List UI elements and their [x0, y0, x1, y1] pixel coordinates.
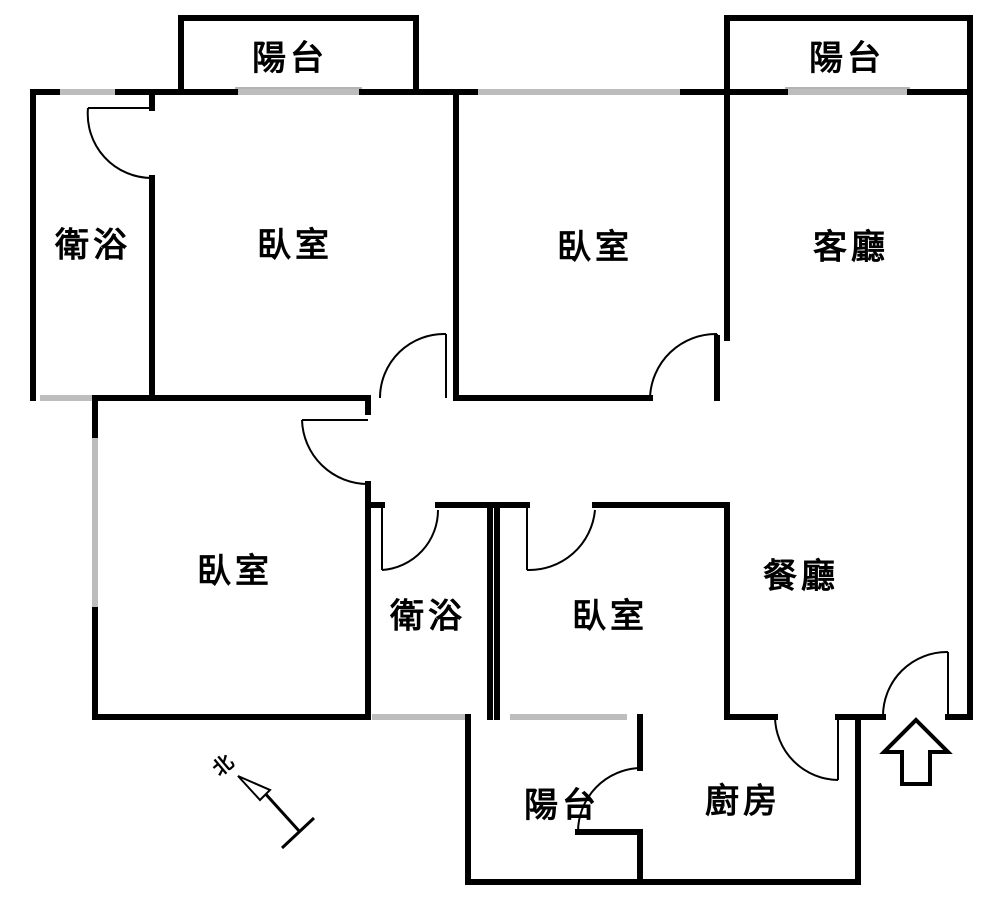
- lower-left-walls: [92, 395, 973, 720]
- kitchen-label: 廚房: [705, 781, 781, 822]
- bedroom-bottom-mid-label: 臥室: [572, 596, 648, 637]
- balcony-top-left-label: 陽台: [252, 38, 328, 79]
- bedroom-top-left-label: 臥室: [257, 225, 333, 266]
- bedroom-bottom-left-label: 臥室: [197, 551, 273, 592]
- balcony-top-left-outline: [178, 15, 419, 95]
- compass-arrow-icon: [237, 775, 316, 850]
- balcony-top-right-outline: [724, 15, 973, 95]
- top-walls: [30, 89, 973, 720]
- bedroom-top-mid-label: 臥室: [557, 227, 633, 268]
- up-arrow-icon: [879, 717, 953, 786]
- dining-room-label: 餐廳: [763, 556, 839, 597]
- balcony-top-right-label: 陽台: [809, 38, 885, 79]
- bath-bottom-label: 衛浴: [390, 596, 466, 637]
- living-room-label: 客廳: [813, 227, 889, 268]
- doors: [86, 107, 949, 833]
- balcony-bottom-label: 陽台: [524, 785, 600, 826]
- bath-top-label: 衛浴: [55, 225, 131, 266]
